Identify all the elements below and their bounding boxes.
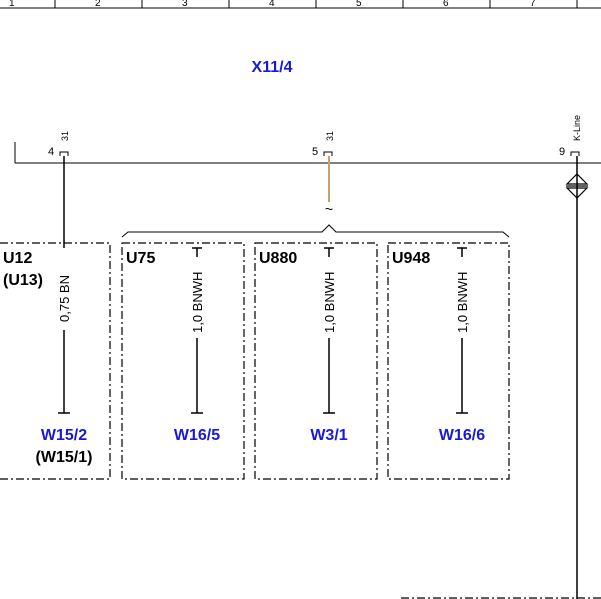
module-box-u948 [387, 242, 510, 480]
pin-4: 4 31 [48, 131, 70, 158]
pin-number: 5 [312, 146, 318, 158]
ruler-number: 1 [9, 0, 15, 9]
pin-label: 31 [60, 131, 70, 141]
wire-u948: 1,0 BNWH [455, 247, 470, 414]
module-name: U12 [3, 250, 32, 267]
wire-u75: 1,0 BNWH [190, 247, 205, 414]
pin-number: 4 [48, 146, 54, 158]
pin-label: K-Line [572, 115, 582, 141]
connector-ref: W15/2 [41, 427, 87, 444]
wire-k-line [565, 156, 589, 599]
connector-body [14, 142, 601, 164]
pin-5: 5 31 [312, 131, 335, 158]
connector-ref-alt: (W15/1) [36, 449, 93, 466]
connector-ref: W16/5 [174, 427, 220, 444]
ruler-number: 2 [95, 0, 101, 9]
connector-name: X11/4 [252, 59, 293, 76]
connector-ref: W3/1 [310, 427, 347, 444]
ruler-number: 6 [443, 0, 449, 9]
pin-label: 31 [325, 131, 335, 141]
module-name-alt: (U13) [3, 272, 43, 289]
wire-label: 1,0 BNWH [455, 272, 470, 333]
wire-label: 0,75 BN [57, 275, 72, 322]
module-box-u12 [0, 242, 111, 480]
module-name: U75 [126, 250, 155, 267]
wire-label: 1,0 BNWH [322, 272, 337, 333]
ruler-number: 3 [182, 0, 188, 9]
group-brace [121, 224, 510, 238]
wire-u12: 0,75 BN [57, 156, 72, 414]
pin-9: 9 K-Line [559, 115, 582, 158]
module-name: U948 [392, 250, 430, 267]
ruler-number: 7 [530, 0, 536, 9]
column-ruler: 1 2 3 4 5 6 7 [0, 0, 601, 9]
ruler-number: 5 [356, 0, 362, 9]
wire-u880: 1,0 BNWH [322, 247, 337, 414]
ruler-number: 4 [269, 0, 275, 9]
module-name: U880 [259, 250, 297, 267]
wire-label: 1,0 BNWH [190, 272, 205, 333]
tilde-symbol: ~ [325, 201, 333, 217]
wire-tan-shared: ~ [325, 156, 333, 217]
connector-ref: W16/6 [439, 427, 485, 444]
pin-number: 9 [559, 146, 565, 158]
module-box-u75 [121, 242, 245, 480]
module-box-u880 [254, 242, 378, 480]
